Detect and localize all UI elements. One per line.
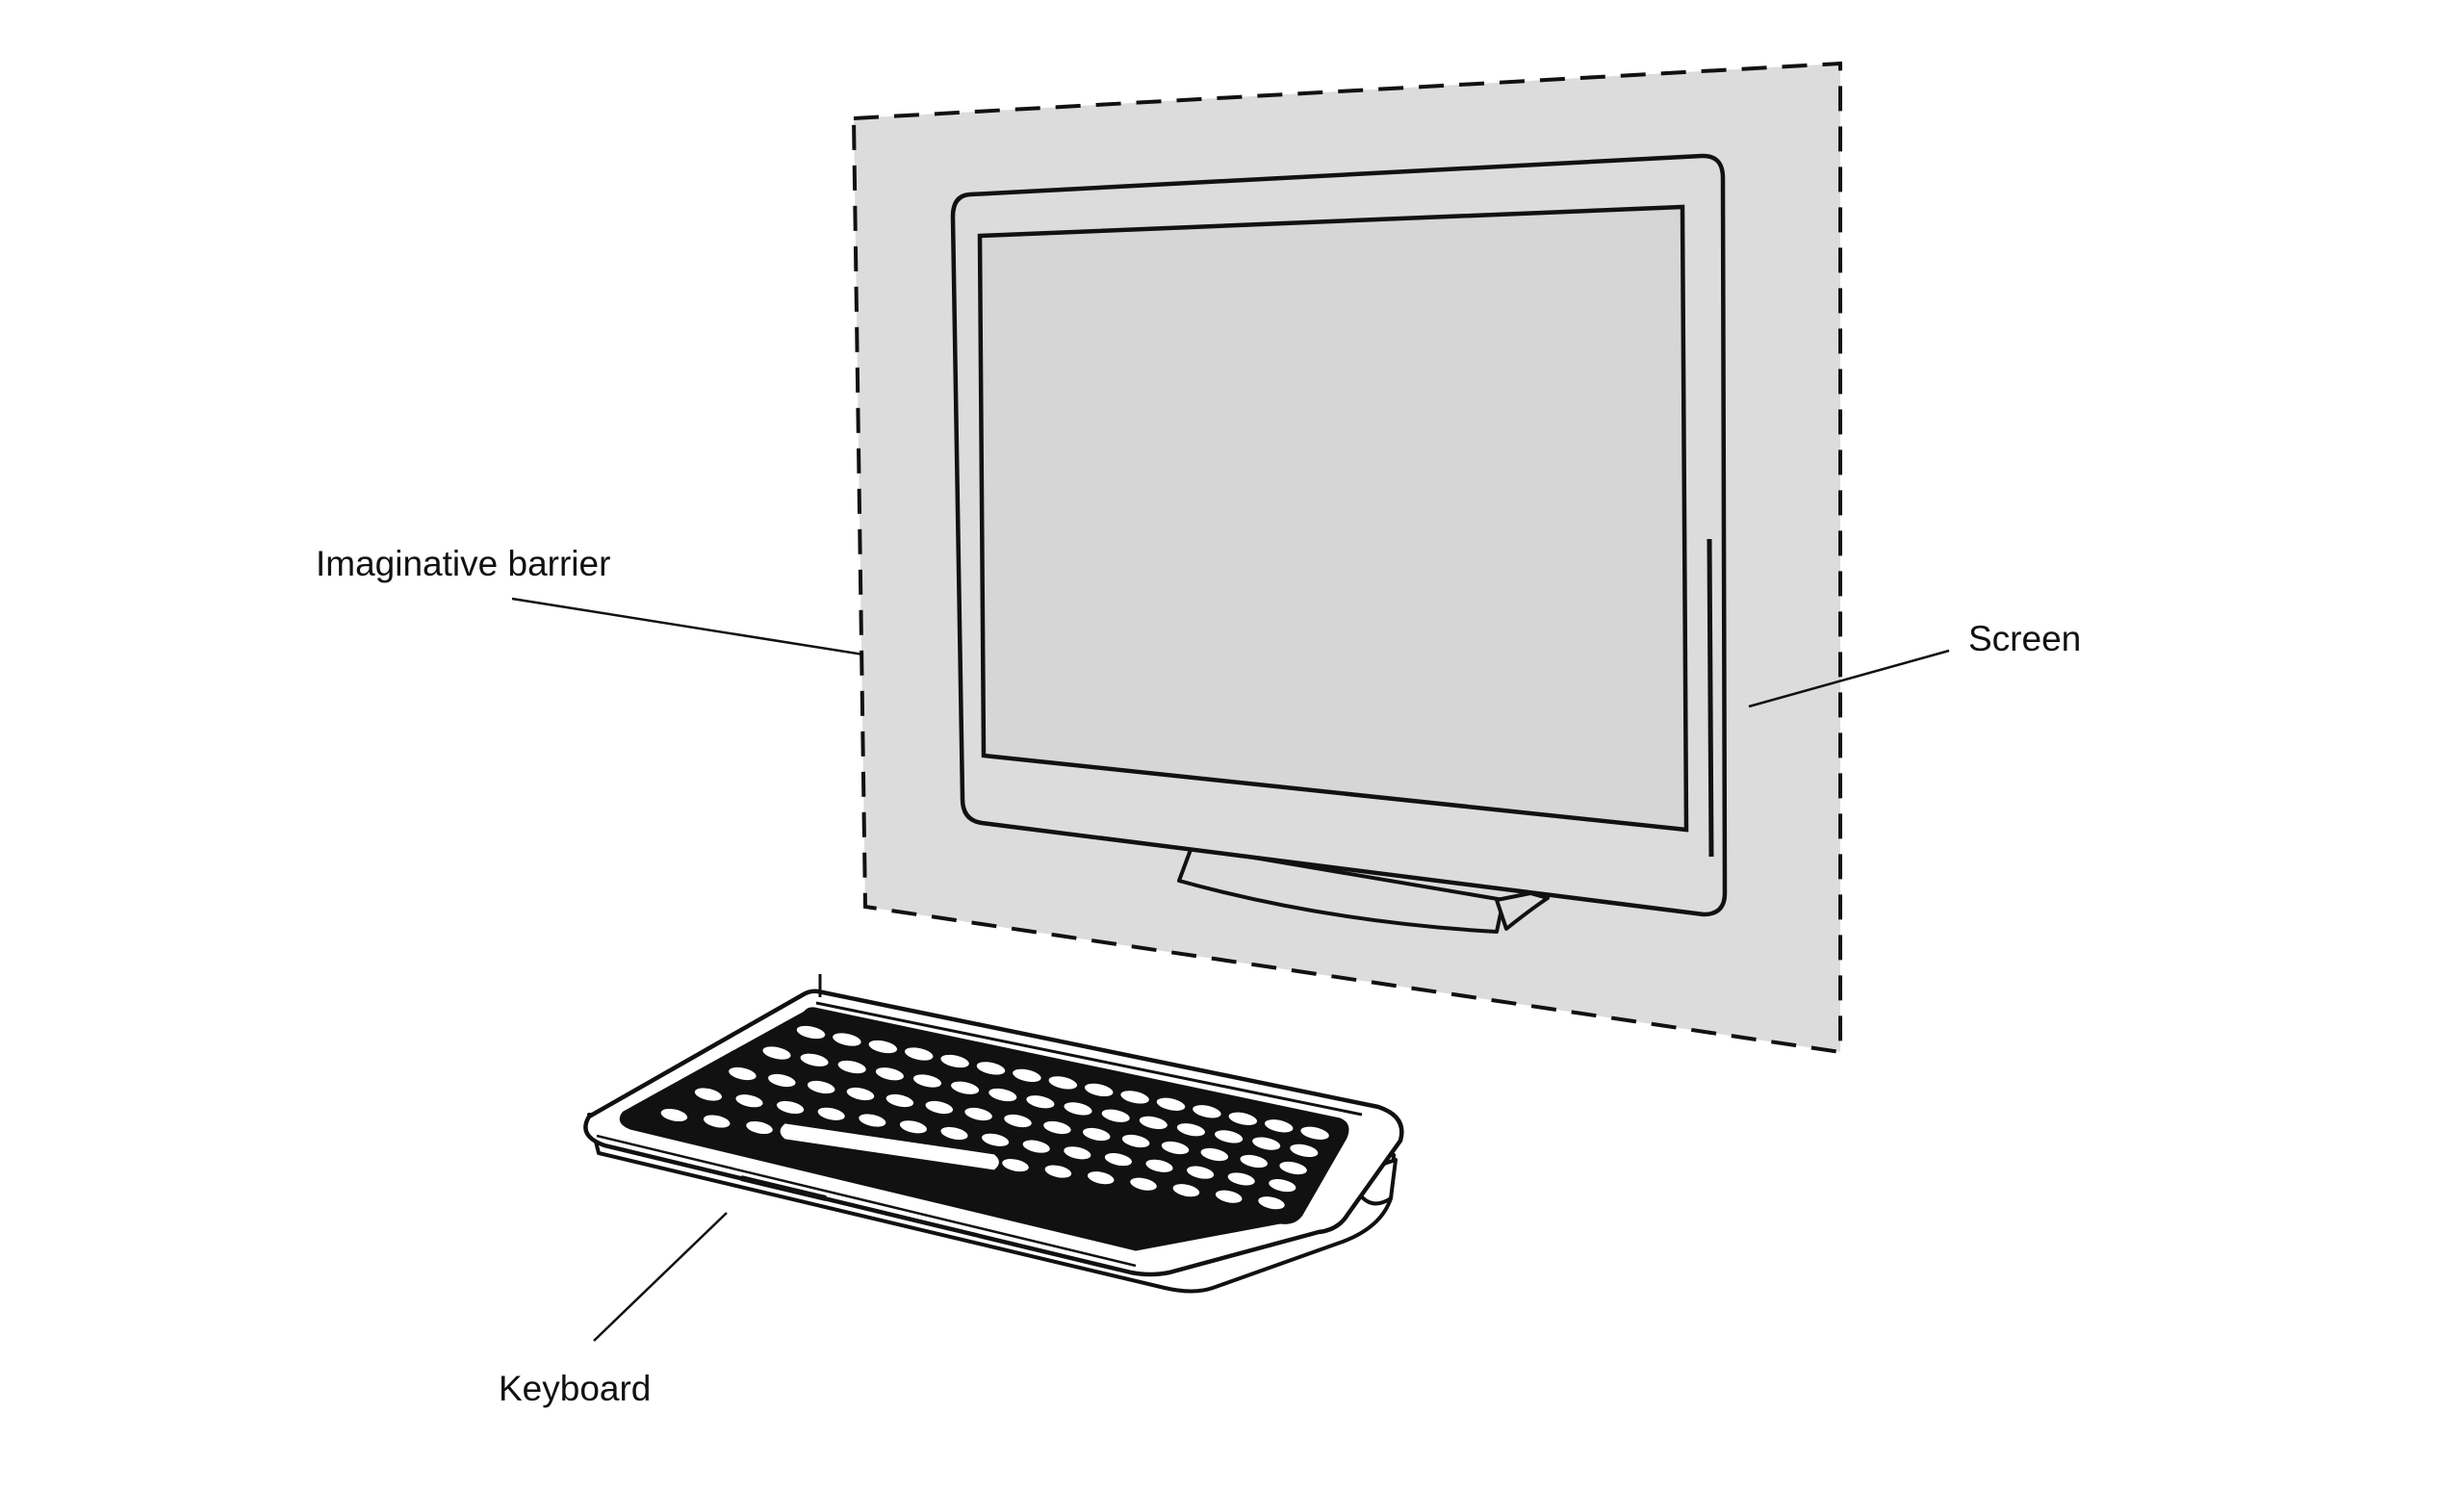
keyboard-key — [1139, 1116, 1168, 1130]
keyboard-key — [1044, 1165, 1072, 1178]
monitor-stand — [1177, 845, 1550, 934]
keyboard-key — [800, 1053, 829, 1066]
keyboard-key — [875, 1067, 904, 1081]
keyboard-key — [837, 1060, 866, 1074]
keyboard-key — [1300, 1126, 1329, 1140]
keyboard-key — [1156, 1097, 1186, 1111]
label-imaginative-barrier: Imaginative barrier — [316, 544, 610, 583]
keyboard-key — [777, 1100, 805, 1115]
keyboard-key — [1240, 1154, 1268, 1169]
keyboard-back-ridge — [815, 1001, 1363, 1117]
keyboard-key — [1145, 1159, 1173, 1172]
keyboard-key — [940, 1126, 968, 1141]
keyboard-key — [1269, 1179, 1296, 1193]
keyboard-key — [1215, 1190, 1243, 1203]
keyboard-key — [1084, 1083, 1114, 1097]
label-keyboard: Keyboard — [499, 1369, 651, 1408]
keyboard-key — [729, 1066, 757, 1081]
keyboard-key — [660, 1108, 688, 1122]
keyboard-key — [1022, 1140, 1050, 1153]
keyboard-key — [1187, 1166, 1215, 1179]
keyboard-key — [1227, 1172, 1255, 1186]
keyboard-key — [1172, 1184, 1200, 1197]
keyboard-key — [976, 1062, 1006, 1075]
keyboard-key — [1013, 1068, 1041, 1083]
keyboard-key — [925, 1100, 954, 1115]
keyboard-key — [912, 1074, 942, 1088]
keyboard-key — [988, 1088, 1017, 1102]
keyboard-key — [940, 1054, 969, 1068]
keyboard-key — [982, 1133, 1010, 1146]
keyboard-key — [1264, 1119, 1294, 1133]
keyboard-space-bar — [780, 1123, 999, 1170]
keyboard-key — [1026, 1095, 1055, 1109]
keyboard — [583, 974, 1404, 1294]
keyboard-key — [735, 1094, 763, 1108]
monitor-side-edge — [1707, 538, 1714, 858]
keyboard-key — [796, 1025, 826, 1040]
keyboard-key — [762, 1046, 791, 1060]
keyboard-key — [964, 1107, 992, 1121]
keyboard-front-edge — [596, 1134, 1137, 1268]
keyboard-key — [1004, 1114, 1032, 1128]
keyboard-key — [817, 1107, 845, 1120]
keyboard-key-field — [619, 1007, 1349, 1251]
keyboard-key — [1161, 1141, 1190, 1155]
keyboard-key — [951, 1081, 980, 1094]
keyboard-key — [899, 1120, 927, 1134]
keyboard-key — [703, 1115, 731, 1128]
keyboard-key — [1043, 1120, 1071, 1135]
keyboard-key — [1087, 1171, 1115, 1185]
keyboard-key — [1290, 1143, 1319, 1158]
keyboard-key — [846, 1087, 875, 1101]
keyboard-key — [1258, 1196, 1285, 1210]
keyboard-key — [868, 1040, 898, 1054]
keyboard-key — [1252, 1137, 1281, 1150]
label-screen: Screen — [1968, 619, 2081, 658]
keyboard-key — [1215, 1130, 1244, 1143]
keyboard-key — [1101, 1109, 1130, 1122]
monitor-display — [977, 204, 1689, 833]
keyboard-key — [833, 1033, 861, 1046]
barrier-leader-line — [511, 597, 864, 656]
keyboard-key — [1048, 1076, 1078, 1090]
keyboard-key — [859, 1114, 886, 1127]
keyboard-key — [1121, 1134, 1150, 1148]
monitor — [950, 153, 1728, 917]
keyboard-key — [1176, 1123, 1205, 1137]
keyboard-key — [1130, 1177, 1157, 1191]
keyboard-key — [1082, 1127, 1111, 1142]
keyboard-key — [768, 1073, 796, 1088]
keyboard-key — [1228, 1112, 1258, 1125]
keyboard-key — [1064, 1146, 1091, 1160]
keyboard-key — [1200, 1147, 1229, 1162]
keyboard-key — [807, 1080, 835, 1094]
keyboard-key — [1064, 1102, 1092, 1116]
keyboard-key — [746, 1120, 773, 1135]
keyboard-key — [886, 1093, 914, 1108]
keyboard-key — [1104, 1153, 1132, 1167]
keyboard-key — [1002, 1159, 1029, 1172]
screen-leader-line — [1748, 649, 1950, 708]
keyboard-front-band — [740, 1175, 827, 1201]
keyboard-key — [904, 1047, 934, 1061]
keyboard-key — [1120, 1091, 1149, 1104]
keyboard-key — [1193, 1105, 1221, 1118]
keyboard-key — [694, 1088, 722, 1101]
keyboard-leader-line — [593, 1212, 728, 1342]
keyboard-keys — [660, 1025, 1329, 1210]
keyboard-key — [1279, 1161, 1307, 1175]
